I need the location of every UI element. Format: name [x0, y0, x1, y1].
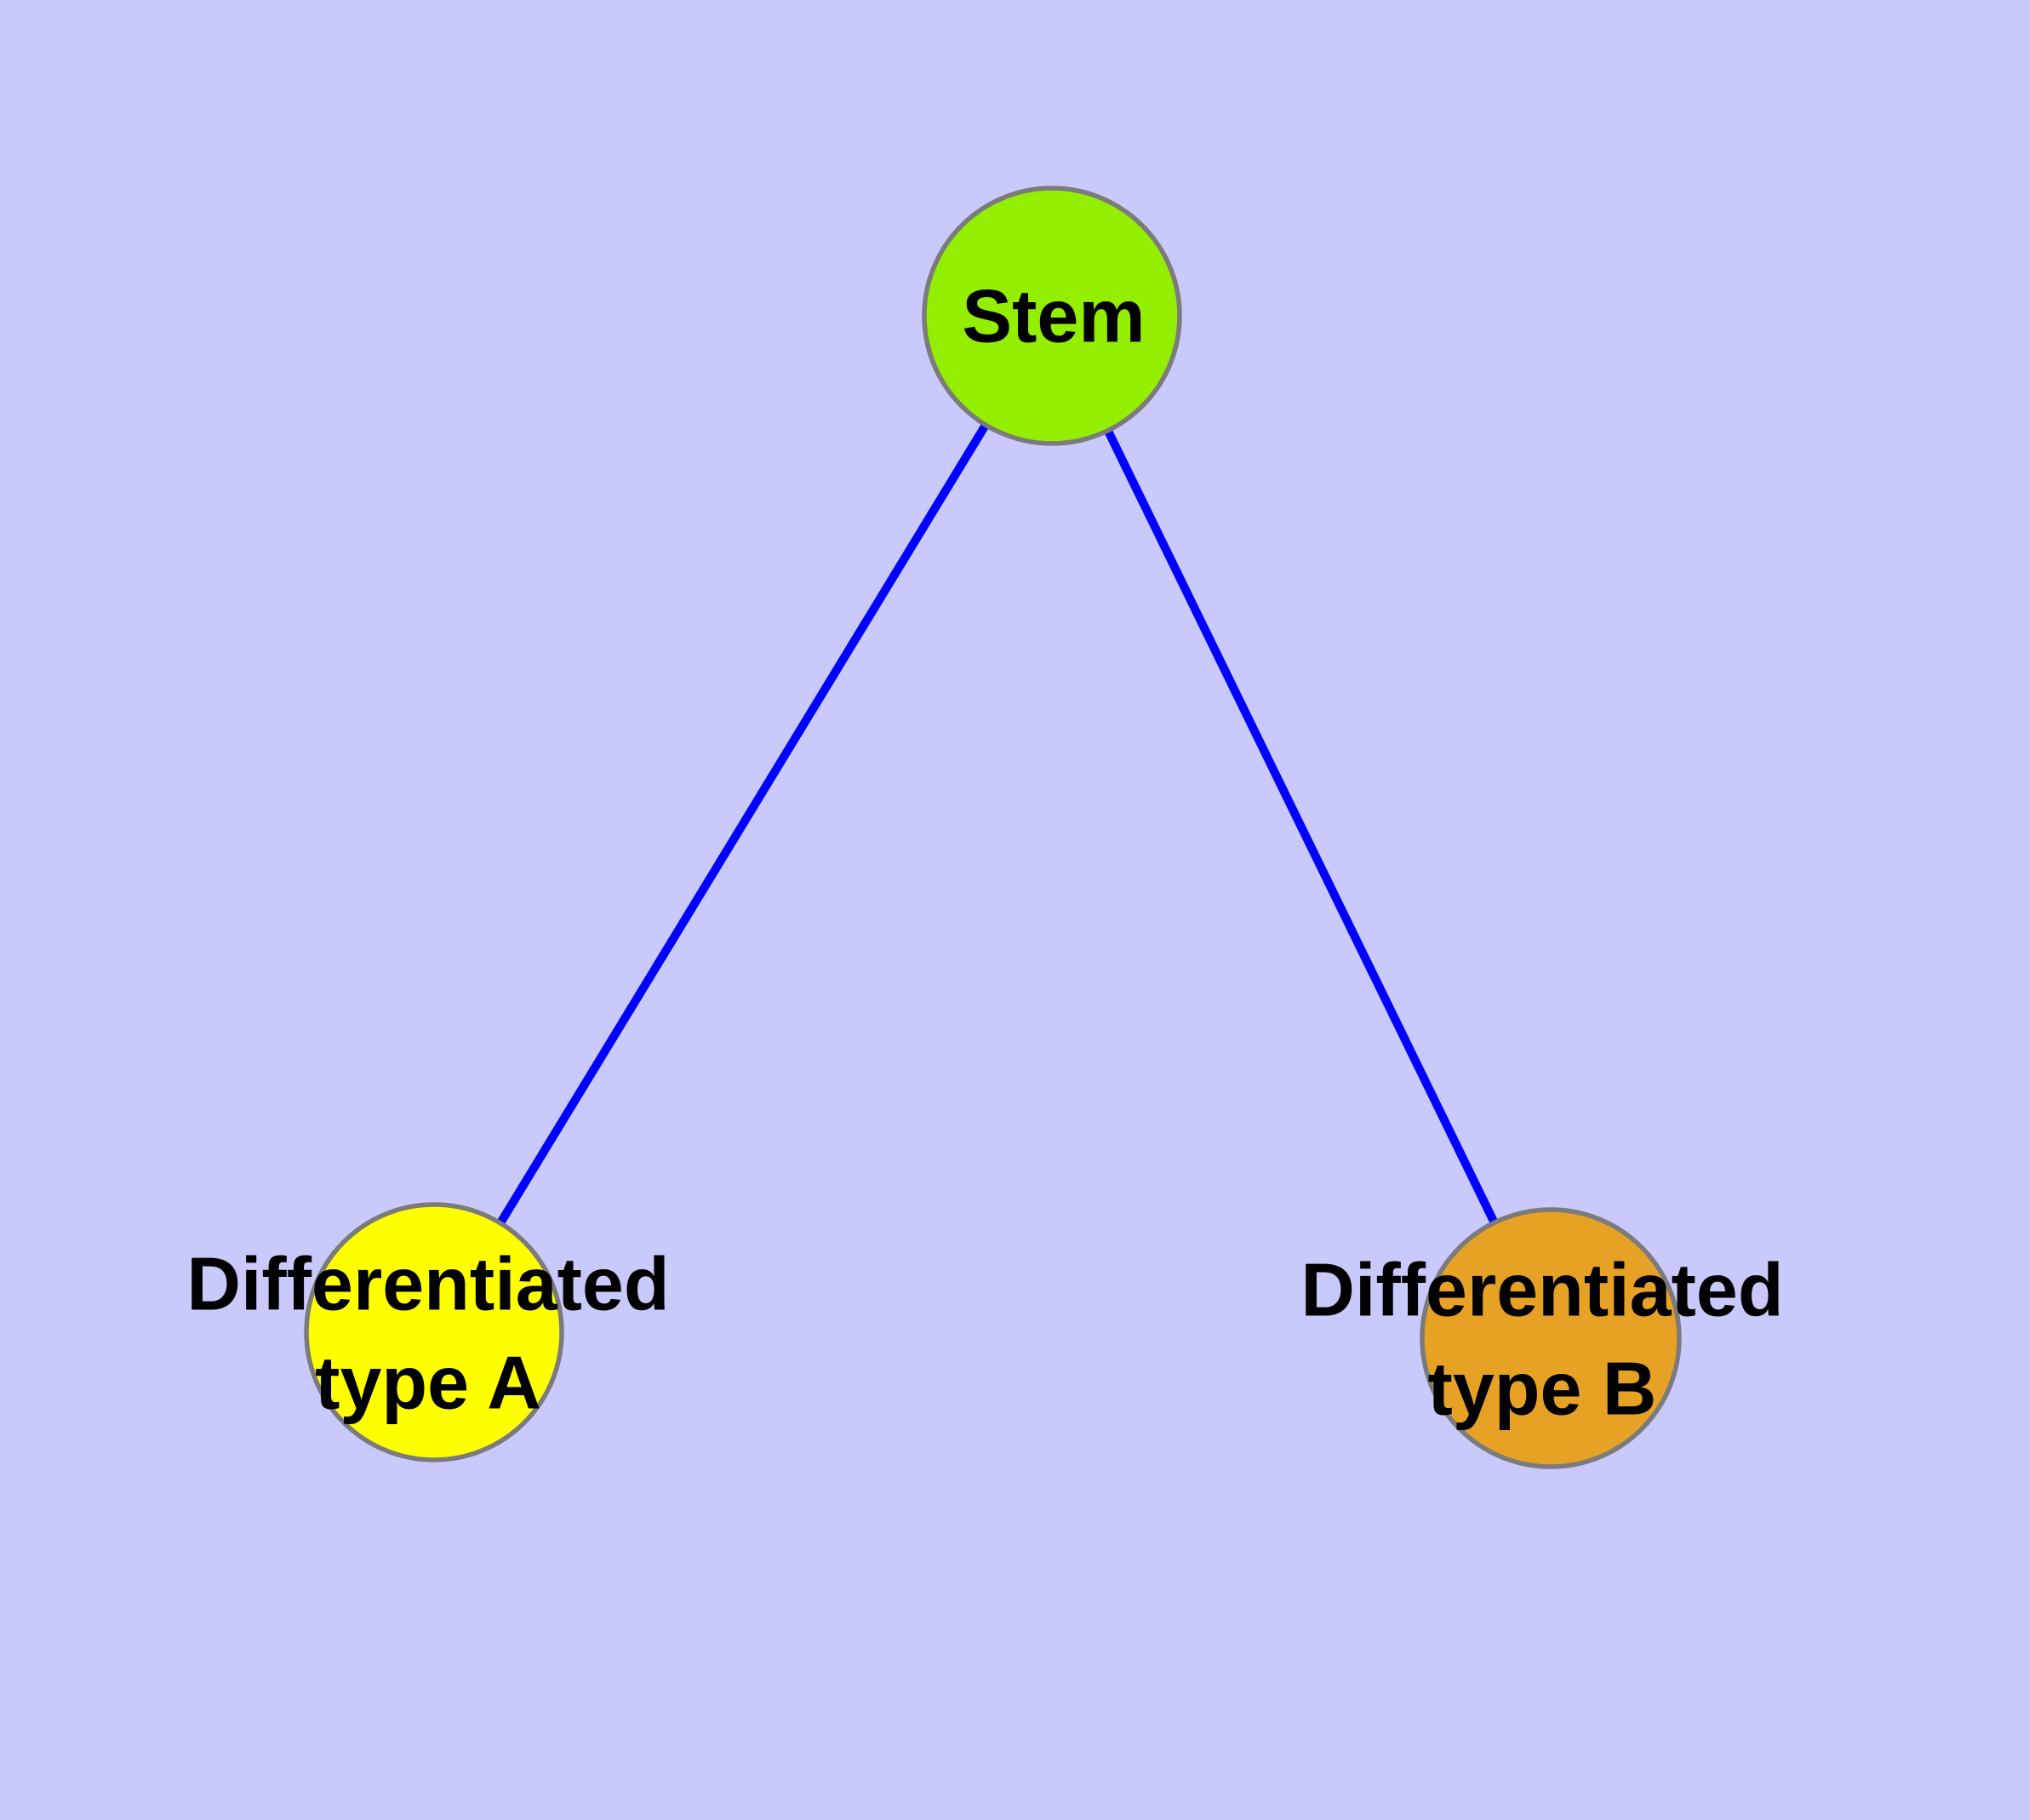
type-a-node-circle	[304, 1202, 564, 1462]
stem-node-label: Stem	[962, 274, 1145, 358]
node-differentiated-type-b: Differentiated type B	[1300, 1207, 1784, 1469]
node-stem: Stem	[922, 186, 1182, 446]
type-a-node-label-line1: Differentiated	[186, 1242, 669, 1326]
edge-stem-to-type-b	[1048, 313, 1555, 1341]
type-b-node-label-line2: type B	[1428, 1347, 1657, 1431]
type-a-node-label-line2: type A	[315, 1341, 541, 1425]
stem-node-circle	[922, 186, 1182, 446]
type-b-node-circle	[1420, 1207, 1682, 1469]
edge-stem-to-type-a	[430, 313, 1056, 1335]
node-differentiated-type-a: Differentiated type A	[186, 1202, 670, 1462]
type-b-node-label-line1: Differentiated	[1300, 1248, 1783, 1332]
